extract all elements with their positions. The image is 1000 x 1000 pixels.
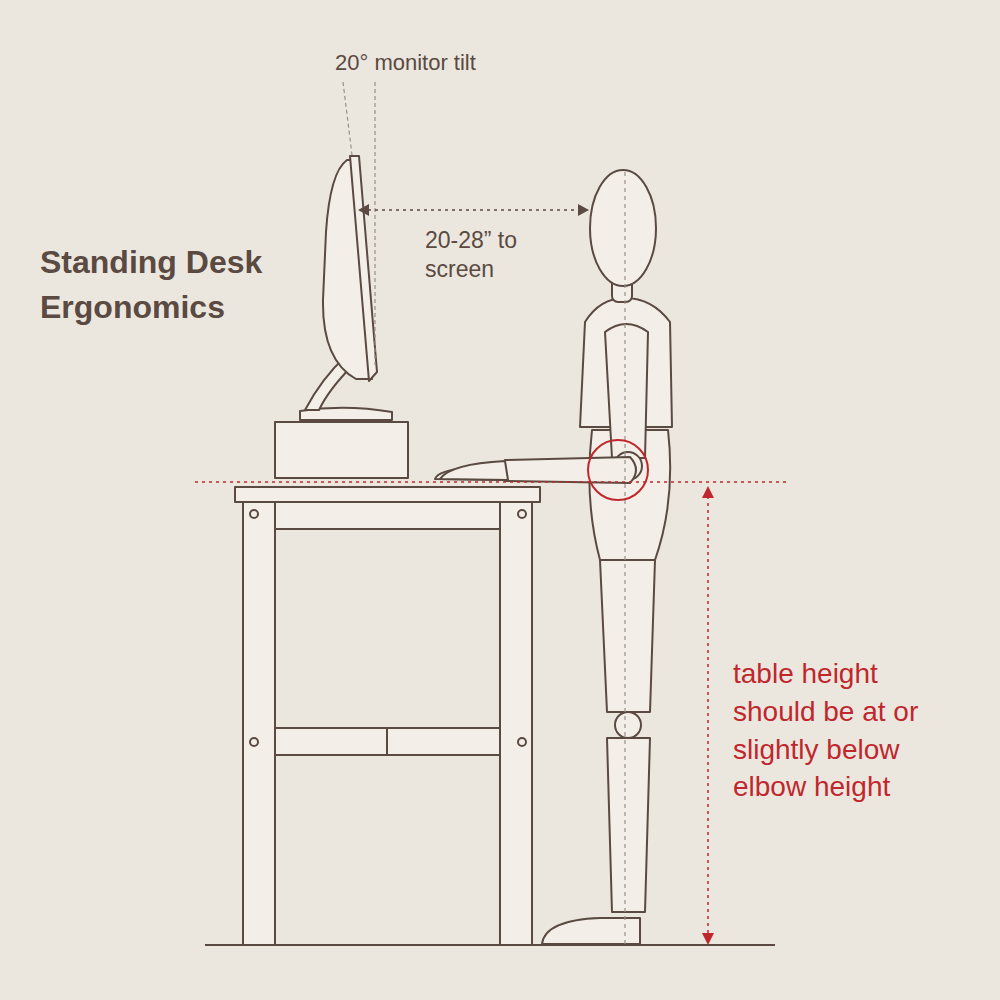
height-dimension (702, 486, 714, 945)
floor-line (205, 944, 775, 946)
diagram-title: Standing Desk Ergonomics (40, 240, 310, 330)
height-note: table height should be at or slightly be… (733, 655, 965, 806)
elbow-circle (588, 440, 648, 500)
distance-label: 20-28” to screen (425, 226, 537, 284)
tilt-label: 20° monitor tilt (335, 50, 565, 76)
tilt-guide (343, 82, 352, 155)
distance-dimension (358, 204, 589, 216)
monitor (275, 156, 408, 478)
elbow-height-line (195, 481, 790, 483)
tilt-guide (374, 82, 375, 365)
center-line (624, 172, 625, 944)
table (235, 487, 540, 945)
mannequin-figure (440, 170, 672, 944)
